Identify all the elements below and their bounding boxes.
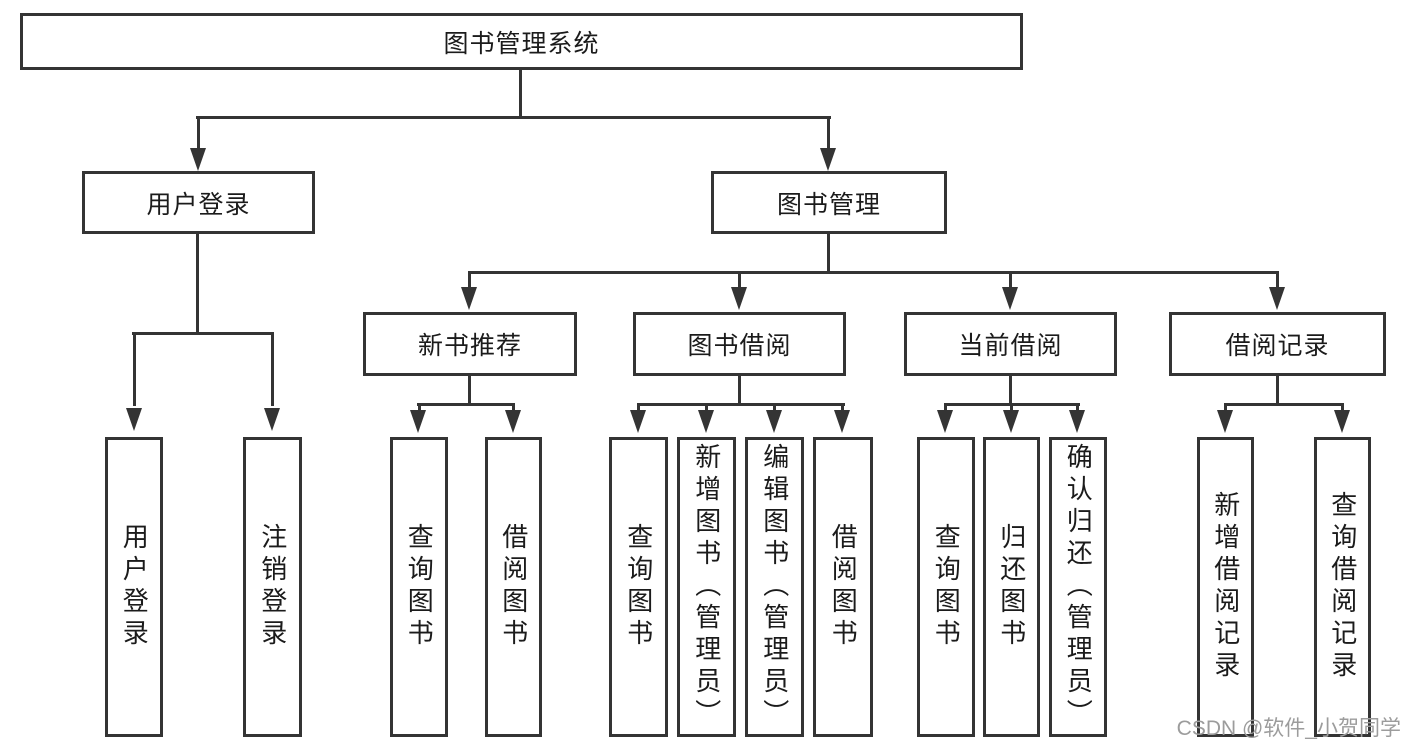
leaf-query-borrow-record: 查询借阅记录 bbox=[1314, 437, 1371, 737]
leaf-user-login-label: 用户登录 bbox=[119, 523, 150, 651]
connector-stem bbox=[944, 405, 947, 411]
arrowhead-down-icon bbox=[461, 287, 477, 310]
connector-stem bbox=[827, 118, 830, 151]
leaf-user-login: 用户登录 bbox=[105, 437, 163, 737]
leaf-borrow-query-book: 查询图书 bbox=[609, 437, 668, 737]
connector-stem bbox=[637, 405, 640, 411]
connector-stem bbox=[197, 118, 200, 151]
connector-login-stem bbox=[196, 234, 199, 335]
connector-stem bbox=[1341, 405, 1344, 411]
arrowhead-down-icon bbox=[1269, 287, 1285, 310]
connector-l2-rail bbox=[468, 271, 1279, 274]
leaf-confirm-return-admin-label: 确认归还（管理员） bbox=[1063, 443, 1094, 731]
connector-stem bbox=[1010, 405, 1013, 411]
arrowhead-down-icon bbox=[766, 410, 782, 433]
node-new-book-recommend-label: 新书推荐 bbox=[417, 332, 522, 360]
csdn-watermark: CSDN @软件_小贺同学 bbox=[1176, 717, 1401, 740]
node-user-login: 用户登录 bbox=[82, 171, 315, 234]
leaf-borrow-book: 借阅图书 bbox=[813, 437, 873, 737]
node-user-login-label: 用户登录 bbox=[146, 190, 251, 219]
node-book-management: 图书管理 bbox=[711, 171, 947, 234]
node-current-borrow: 当前借阅 bbox=[904, 312, 1117, 376]
leaf-logout-label: 注销登录 bbox=[257, 523, 288, 651]
leaf-logout: 注销登录 bbox=[243, 437, 302, 737]
leaf-add-borrow-record-label: 新增借阅记录 bbox=[1210, 491, 1241, 683]
connector-stem bbox=[512, 405, 515, 411]
arrowhead-down-icon bbox=[505, 410, 521, 433]
connector-stem bbox=[133, 334, 136, 406]
connector-stem bbox=[705, 405, 708, 411]
node-book-borrow: 图书借阅 bbox=[633, 312, 846, 376]
connector-current-stem bbox=[1009, 376, 1012, 406]
connector-stem bbox=[773, 405, 776, 411]
connector-recommend-rail bbox=[417, 403, 515, 406]
node-borrow-record: 借阅记录 bbox=[1169, 312, 1386, 376]
connector-stem bbox=[841, 405, 844, 411]
connector-record-rail bbox=[1224, 403, 1344, 406]
connector-record-stem bbox=[1276, 376, 1279, 406]
connector-stem bbox=[1009, 273, 1012, 287]
leaf-edit-book-admin-label: 编辑图书（管理员） bbox=[759, 443, 790, 731]
arrowhead-down-icon bbox=[264, 408, 280, 431]
node-library-system: 图书管理系统 bbox=[20, 13, 1023, 70]
arrowhead-down-icon bbox=[630, 410, 646, 433]
leaf-return-book-label: 归还图书 bbox=[996, 523, 1027, 651]
leaf-current-query-book: 查询图书 bbox=[917, 437, 975, 737]
leaf-recommend-borrow-book-label: 借阅图书 bbox=[498, 523, 529, 651]
connector-recommend-stem bbox=[468, 376, 471, 406]
leaf-recommend-query-book: 查询图书 bbox=[390, 437, 448, 737]
leaf-edit-book-admin: 编辑图书（管理员） bbox=[745, 437, 804, 737]
node-borrow-record-label: 借阅记录 bbox=[1225, 332, 1330, 360]
connector-root-stem bbox=[519, 70, 522, 118]
connector-mgmt-stem bbox=[827, 234, 830, 274]
leaf-add-book-admin-label: 新增图书（管理员） bbox=[691, 443, 722, 731]
arrowhead-down-icon bbox=[698, 410, 714, 433]
node-book-borrow-label: 图书借阅 bbox=[687, 332, 792, 360]
arrowhead-down-icon bbox=[834, 410, 850, 433]
connector-l1-rail bbox=[196, 116, 831, 119]
leaf-add-book-admin: 新增图书（管理员） bbox=[677, 437, 736, 737]
connector-borrow-stem bbox=[738, 376, 741, 406]
arrowhead-down-icon bbox=[820, 148, 836, 171]
arrowhead-down-icon bbox=[1334, 410, 1350, 433]
leaf-recommend-query-book-label: 查询图书 bbox=[404, 523, 435, 651]
connector-stem bbox=[738, 273, 741, 287]
leaf-add-borrow-record: 新增借阅记录 bbox=[1197, 437, 1254, 737]
arrowhead-down-icon bbox=[126, 408, 142, 431]
connector-current-rail bbox=[944, 403, 1080, 406]
arrowhead-down-icon bbox=[731, 287, 747, 310]
connector-borrow-rail bbox=[637, 403, 845, 406]
arrowhead-down-icon bbox=[937, 410, 953, 433]
leaf-borrow-book-label: 借阅图书 bbox=[828, 523, 859, 651]
leaf-query-borrow-record-label: 查询借阅记录 bbox=[1327, 491, 1358, 683]
arrowhead-down-icon bbox=[1003, 410, 1019, 433]
leaf-confirm-return-admin: 确认归还（管理员） bbox=[1049, 437, 1107, 737]
connector-stem bbox=[1224, 405, 1227, 411]
node-new-book-recommend: 新书推荐 bbox=[363, 312, 577, 376]
leaf-recommend-borrow-book: 借阅图书 bbox=[485, 437, 542, 737]
connector-stem bbox=[468, 273, 471, 287]
connector-stem bbox=[1276, 273, 1279, 287]
node-library-system-label: 图书管理系统 bbox=[443, 29, 600, 58]
connector-stem bbox=[1076, 405, 1079, 411]
connector-login-rail bbox=[132, 332, 274, 335]
arrowhead-down-icon bbox=[1002, 287, 1018, 310]
arrowhead-down-icon bbox=[410, 410, 426, 433]
node-current-borrow-label: 当前借阅 bbox=[958, 332, 1063, 360]
connector-stem bbox=[271, 334, 274, 406]
arrowhead-down-icon bbox=[1069, 410, 1085, 433]
leaf-borrow-query-book-label: 查询图书 bbox=[623, 523, 654, 651]
connector-stem bbox=[418, 405, 421, 411]
leaf-return-book: 归还图书 bbox=[983, 437, 1040, 737]
arrowhead-down-icon bbox=[1217, 410, 1233, 433]
arrowhead-down-icon bbox=[190, 148, 206, 171]
leaf-current-query-book-label: 查询图书 bbox=[931, 523, 962, 651]
node-book-management-label: 图书管理 bbox=[776, 190, 881, 219]
